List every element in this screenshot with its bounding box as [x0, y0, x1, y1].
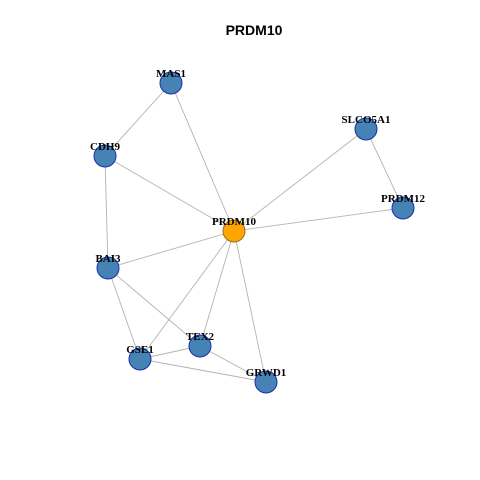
node-mas1[interactable] [159, 71, 183, 95]
node-tex2[interactable] [188, 334, 212, 358]
edge-bai3-tex2 [107, 267, 201, 347]
edge-slco5a1-prdm12 [365, 128, 404, 209]
node-label-tex2: TEX2 [186, 331, 215, 343]
node-label-gse1: GSE1 [126, 344, 154, 356]
node-label-prdm12: PRDM12 [381, 193, 425, 205]
node-label-bai3: BAI3 [95, 253, 121, 265]
edge-bai3-gse1 [107, 267, 141, 360]
node-prdm10[interactable] [222, 219, 246, 243]
node-prdm12[interactable] [391, 196, 415, 220]
node-label-slco5a1: SLCO5A1 [342, 114, 391, 126]
node-bai3[interactable] [96, 256, 120, 280]
graph-title: PRDM10 [226, 22, 283, 38]
edge-slco5a1-prdm10 [233, 128, 367, 232]
edge-mas1-cdh9 [104, 82, 172, 157]
node-label-prdm10: PRDM10 [212, 216, 256, 228]
edge-cdh9-prdm10 [104, 155, 235, 232]
edge-prdm10-gse1 [139, 230, 235, 360]
edge-tex2-grwd1 [199, 345, 267, 383]
node-label-cdh9: CDH9 [90, 141, 120, 153]
edge-prdm10-grwd1 [233, 230, 267, 383]
edge-prdm12-prdm10 [233, 207, 404, 232]
node-label-mas1: MAS1 [156, 68, 186, 80]
edge-prdm10-tex2 [199, 230, 235, 347]
node-cdh9[interactable] [93, 144, 117, 168]
node-grwd1[interactable] [254, 370, 278, 394]
edge-gse1-grwd1 [139, 358, 267, 383]
edge-bai3-prdm10 [107, 230, 235, 269]
node-slco5a1[interactable] [354, 117, 378, 141]
edge-cdh9-bai3 [104, 155, 109, 269]
node-gse1[interactable] [128, 347, 152, 371]
edge-mas1-prdm10 [170, 82, 235, 232]
nodes-layer [93, 71, 415, 394]
node-label-grwd1: GRWD1 [246, 367, 287, 379]
